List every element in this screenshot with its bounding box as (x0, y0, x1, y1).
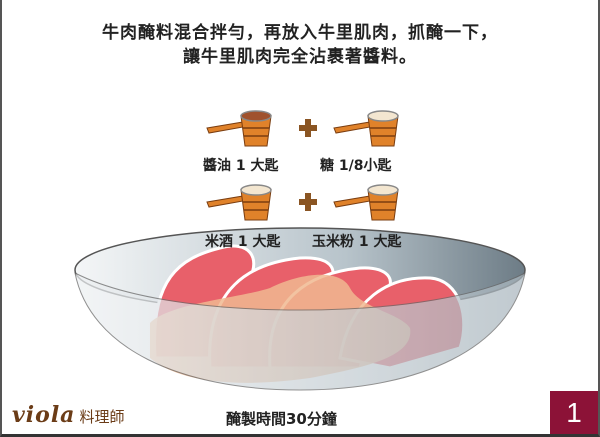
marinate-time-text: 醃製時間30分鐘 (226, 410, 337, 428)
step-number-badge: 1 (550, 391, 598, 434)
plus-icon (299, 193, 317, 211)
plus-icon (299, 119, 317, 137)
measuring-cup-sugar-icon (333, 110, 399, 147)
measuring-cup-soy-sauce-icon (206, 110, 272, 147)
measuring-cup-rice-wine-icon (206, 184, 272, 221)
brand-logo: viola 料理師 (12, 402, 124, 428)
ingredient-label-cornstarch: 玉米粉 1 大匙 (312, 234, 402, 250)
ingredient-label-sugar: 糖 1/8小匙 (320, 158, 392, 174)
brand-name-zh: 料理師 (79, 408, 125, 426)
instruction-line-2: 讓牛里肌肉完全沾裹著醬料。 (183, 47, 417, 67)
mixing-bowl-illustration (74, 227, 526, 391)
ingredient-label-soy-sauce: 醬油 1 大匙 (203, 158, 279, 174)
brand-name-en: viola (12, 402, 76, 428)
measuring-cup-cornstarch-icon (333, 184, 399, 221)
ingredient-label-rice-wine: 米酒 1 大匙 (205, 234, 281, 250)
instruction-line-1: 牛肉醃料混合拌勻，再放入牛里肌肉，抓醃一下， (102, 23, 498, 43)
